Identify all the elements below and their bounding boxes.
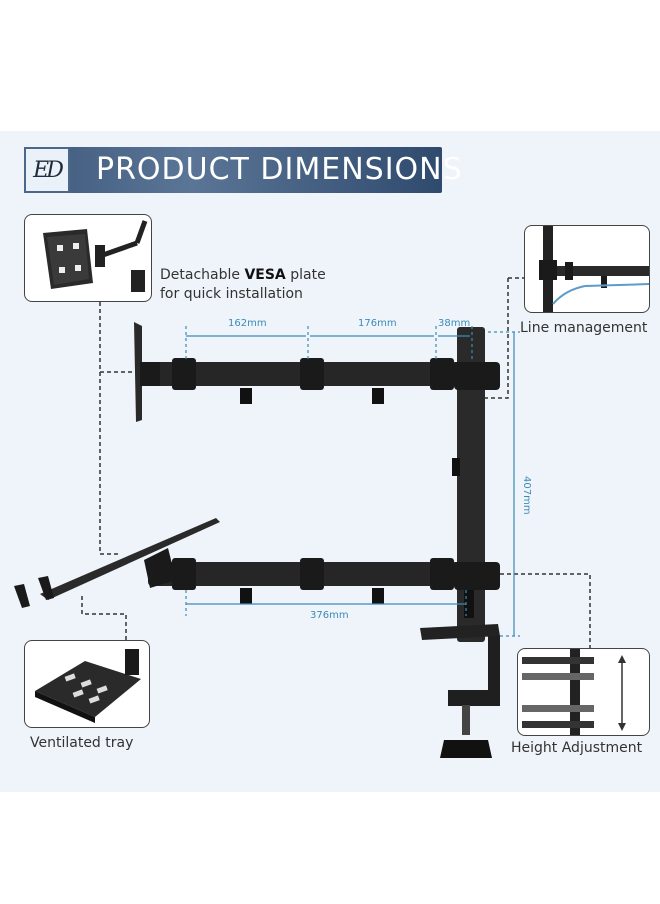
height-adjustment-callout [517,648,650,736]
clamp-body [448,636,500,706]
monitor-vesa-plate [134,322,142,422]
ventilated-tray-callout [24,640,150,728]
vesa-label-prefix: Detachable [160,267,245,283]
dimension-arm-segment-1: 162mm [228,318,267,329]
dimension-pole-height: 407mm [521,476,532,515]
vesa-label-bold: VESA [244,267,286,283]
clamp-knob [440,740,492,758]
desk-clamp-plate [420,624,500,640]
ventilated-tray-image [35,649,141,723]
brand-logo-text: ED [33,157,64,183]
line-management-label: Line management [520,320,648,336]
dimension-lower-arm: 376mm [310,610,349,621]
line-management-callout [524,225,650,313]
laptop-tray [40,518,220,600]
leader-lines [81,277,591,648]
page-title: PRODUCT DIMENSIONS [96,152,463,187]
ventilated-tray-label: Ventilated tray [30,735,134,751]
vesa-plate-label: Detachable VESA plate for quick installa… [160,266,326,304]
dimension-lines [185,326,520,637]
vesa-plate-image [43,220,148,292]
dimension-arm-segment-2: 176mm [358,318,397,329]
title-banner [24,147,442,193]
vesa-label-line2: for quick installation [160,286,303,302]
line-management-image [539,226,649,312]
height-adjustment-label: Height Adjustment [511,740,643,756]
height-adjustment-image [522,649,626,735]
brand-logo: ED [24,147,70,193]
dimension-arm-segment-3: 38mm [438,318,471,329]
vesa-plate-callout [24,214,152,302]
vesa-label-suffix: plate [285,267,326,283]
